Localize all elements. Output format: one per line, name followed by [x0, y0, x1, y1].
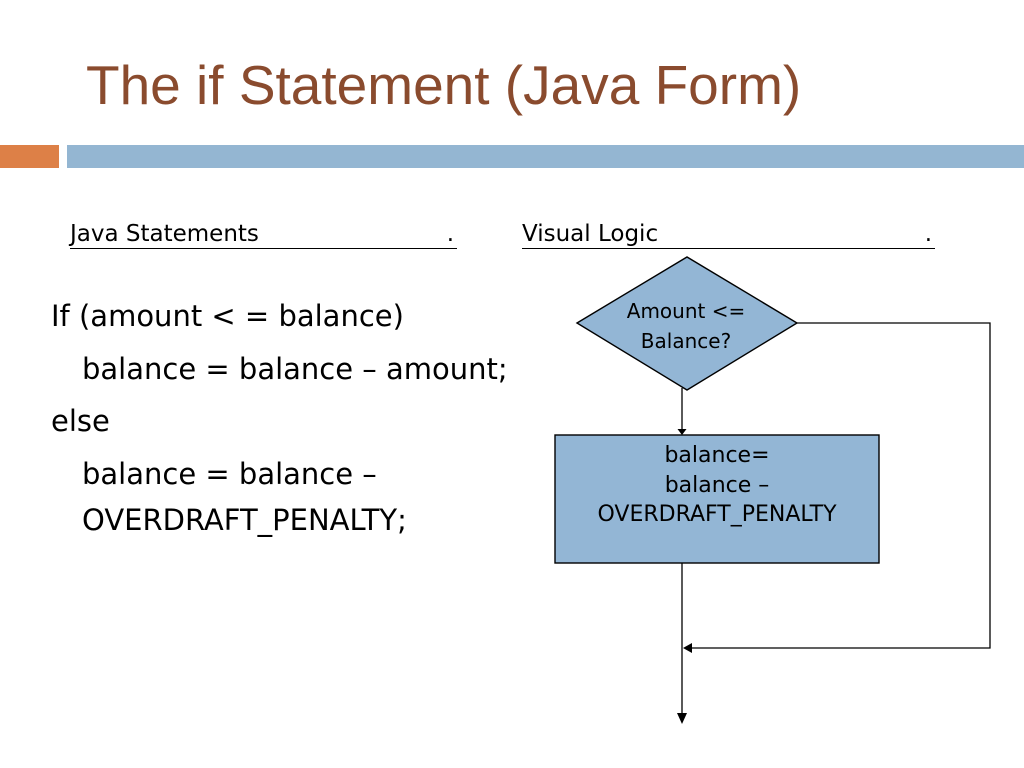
arrowhead-merge — [683, 643, 692, 653]
slide-title: The if Statement (Java Form) — [86, 54, 802, 116]
decision-text-line-1: Amount <= — [627, 299, 745, 323]
code-line-if: If (amount < = balance) — [51, 299, 404, 333]
process-box — [554, 434, 880, 564]
arrowhead-into-process — [677, 429, 687, 435]
code-line-subtract-amount: balance = balance – amount; — [82, 352, 508, 386]
decision-text-line-2: Balance? — [641, 329, 731, 353]
visual-logic-header: Visual Logic . — [522, 221, 935, 249]
process-text-line-3: OVERDRAFT_PENALTY — [597, 502, 837, 527]
code-line-subtract-penalty-continued: OVERDRAFT_PENALTY; — [82, 503, 407, 537]
code-line-subtract-penalty: balance = balance – — [82, 457, 377, 491]
code-line-else: else — [51, 404, 110, 438]
flow-line-false-branch — [692, 322, 991, 649]
java-statements-header-period: . — [446, 221, 454, 247]
decision-diamond — [575, 256, 799, 391]
visual-logic-header-period: . — [924, 221, 932, 247]
process-text-line-1: balance= — [664, 443, 769, 468]
java-statements-header-label: Java Statements — [70, 221, 259, 247]
visual-logic-header-label: Visual Logic — [522, 221, 659, 247]
process-text-line-2: balance – — [665, 473, 770, 498]
accent-bar-orange — [0, 145, 59, 168]
arrowhead-exit — [677, 713, 687, 724]
java-statements-header: Java Statements . — [70, 221, 457, 249]
accent-bar-blue — [67, 145, 1024, 168]
